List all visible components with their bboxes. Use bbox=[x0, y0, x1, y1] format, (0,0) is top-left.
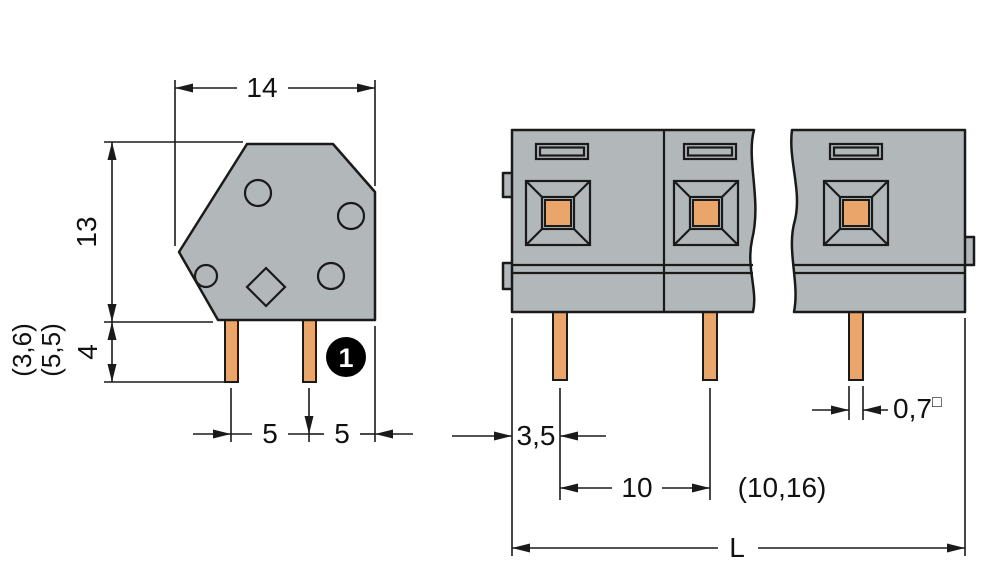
clamp-opening bbox=[822, 179, 890, 247]
dim-pin-pitch: 5 5 bbox=[193, 326, 413, 449]
dim-pole-pitch: 10 (10,16) bbox=[560, 472, 826, 503]
dim-edge-offset: 3,5 bbox=[452, 420, 606, 451]
solder-pin bbox=[848, 311, 864, 381]
dim-pin-width: 0,7□ bbox=[812, 386, 942, 424]
arrowhead bbox=[560, 431, 578, 441]
vent-slot bbox=[828, 142, 884, 161]
arrowhead bbox=[107, 322, 117, 340]
solder-pin bbox=[702, 311, 718, 381]
arrowhead bbox=[831, 405, 849, 415]
housing-hole bbox=[316, 261, 346, 291]
arrowhead bbox=[494, 431, 512, 441]
arrowhead bbox=[107, 364, 117, 382]
arrowhead bbox=[304, 416, 314, 434]
dim-label-height: 13 bbox=[71, 216, 102, 247]
front-view: 3,5 10 (10,16) 0,7□ bbox=[452, 128, 976, 563]
vent-slot bbox=[534, 142, 590, 161]
conductor-entry bbox=[692, 199, 720, 227]
dim-label-alt-a: (3,6) bbox=[7, 323, 37, 376]
housing-diamond-hole bbox=[245, 266, 287, 308]
vent-slot bbox=[682, 142, 738, 161]
side-view: 1 14 13 4 (5,5) bbox=[7, 72, 413, 449]
conductor-entry bbox=[544, 199, 572, 227]
arrowhead bbox=[175, 83, 193, 93]
dim-label-pitch-a: 5 bbox=[262, 418, 278, 449]
arrowhead bbox=[107, 304, 117, 322]
clamp-opening-inner bbox=[838, 195, 874, 231]
solder-pin bbox=[552, 311, 568, 381]
dim-label-alt-b: (5,5) bbox=[36, 323, 66, 376]
housing-block bbox=[510, 128, 757, 314]
vent-slot-inner bbox=[686, 146, 734, 157]
callout-number: 1 bbox=[338, 343, 353, 373]
dim-width-top: 14 bbox=[174, 72, 376, 246]
dim-label-pitch-b: 5 bbox=[334, 418, 350, 449]
clamp-opening bbox=[524, 179, 592, 247]
arrowhead bbox=[375, 429, 393, 439]
solder-pin bbox=[224, 319, 239, 383]
callout-badge bbox=[326, 337, 366, 377]
clamp-opening-inner bbox=[540, 195, 576, 231]
solder-pin bbox=[302, 319, 317, 383]
dim-label-pin-width: 0,7□ bbox=[893, 393, 942, 424]
clamp-opening-inner bbox=[688, 195, 724, 231]
conductor-entry bbox=[842, 199, 870, 227]
arrowhead bbox=[947, 543, 965, 553]
arrowhead bbox=[692, 483, 710, 493]
dim-label-edge-offset: 3,5 bbox=[517, 420, 556, 451]
arrowhead bbox=[863, 405, 881, 415]
arrowhead bbox=[213, 429, 231, 439]
arrowhead bbox=[357, 83, 375, 93]
housing-outline bbox=[177, 142, 377, 322]
dim-label-pin-length: 4 bbox=[72, 344, 103, 360]
housing-block bbox=[790, 128, 967, 314]
arrowhead bbox=[107, 142, 117, 160]
vent-slot-inner bbox=[832, 146, 880, 157]
dim-label-pole-pitch-alt: (10,16) bbox=[738, 472, 827, 503]
housing-hole bbox=[243, 178, 273, 208]
arrowhead bbox=[560, 483, 578, 493]
dim-total-length: L bbox=[512, 532, 965, 563]
dim-label-total-length: L bbox=[729, 532, 745, 563]
dim-pin-length: 4 bbox=[72, 322, 226, 383]
dim-height: 13 bbox=[71, 141, 243, 323]
clamp-opening bbox=[672, 179, 740, 247]
vent-slot-inner bbox=[538, 146, 586, 157]
housing-hole bbox=[336, 201, 366, 231]
dim-label-pole-pitch: 10 bbox=[621, 472, 652, 503]
housing-hole bbox=[193, 263, 219, 289]
arrowhead bbox=[512, 543, 530, 553]
dim-label-width: 14 bbox=[246, 72, 277, 103]
